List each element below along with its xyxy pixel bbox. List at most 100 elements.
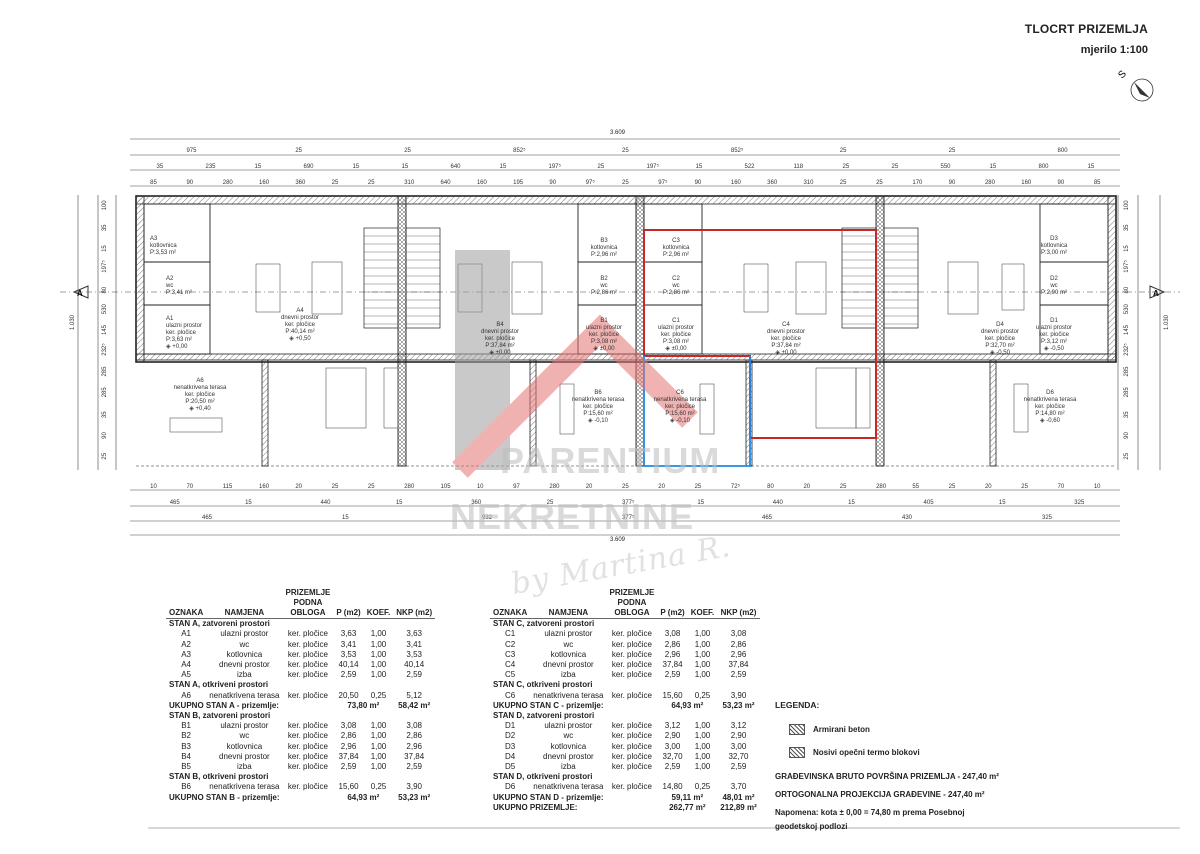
room-id: A4	[296, 308, 304, 314]
room-detail: P:32,70 m²	[985, 343, 1014, 349]
cell-koef: 1,00	[694, 721, 711, 731]
total-nkp: 212,89 m²	[720, 802, 757, 812]
svg-text:A: A	[1153, 289, 1159, 298]
group-label: STAN D, zatvoreni prostori	[493, 711, 595, 721]
dimension-label: 280	[404, 484, 415, 490]
dimension-label: 25	[404, 148, 411, 154]
dimension-label: 975	[186, 148, 197, 154]
dimension-label-total: 1.030	[70, 314, 76, 330]
room-detail: ker. pločice	[665, 404, 696, 410]
cell-podna-obloga: ker. pločice	[611, 751, 652, 761]
table-header-group: PRIZEMLJE	[609, 588, 655, 598]
cell-koef: 1,00	[694, 639, 711, 649]
cell-nkp: 3,12	[730, 721, 747, 731]
room-detail: ulazni prostor	[658, 325, 694, 331]
cell-p: 37,84	[662, 660, 683, 669]
cell-namjena: nenatkrivena terasa	[209, 690, 280, 700]
dimension-label: 232⁵	[1123, 343, 1130, 356]
dimension-label: 90	[949, 180, 956, 186]
total-area: 59,11 m²	[671, 792, 704, 802]
cell-oznaka: D2	[504, 731, 516, 741]
cell-podna-obloga: ker. pločice	[611, 731, 652, 741]
dimension-label: 280	[549, 484, 560, 490]
room-id: D1	[1050, 318, 1058, 324]
table-header-oznaka: OZNAKA	[169, 608, 204, 618]
cell-namjena: kotlovnica	[226, 741, 263, 751]
cell-podna-obloga: ker. pločice	[287, 649, 328, 659]
cell-namjena: dnevni prostor	[543, 751, 594, 761]
cell-nkp: 2,59	[730, 762, 747, 772]
room-id: D4	[996, 322, 1004, 328]
cell-koef: 1,00	[370, 762, 387, 772]
dimension-label: 160	[731, 180, 742, 186]
dimension-label: 25	[622, 484, 629, 490]
dimension-label: 325	[1074, 500, 1085, 506]
room-detail: dnevni prostor	[281, 315, 319, 321]
cell-namjena: izba	[561, 670, 576, 680]
cell-oznaka: D4	[504, 751, 516, 761]
dimension-label: 852⁵	[513, 147, 526, 154]
room-detail: ◈ -0,50	[1044, 346, 1065, 352]
dimension-label: 90	[695, 180, 702, 186]
cell-namjena: wc	[239, 639, 250, 649]
dimension-label: 15	[500, 164, 507, 170]
room-detail: P:2,90 m²	[1041, 290, 1067, 296]
dimension-label: 25	[332, 180, 339, 186]
dimension-label: 10	[150, 484, 157, 490]
dimension-label: 197⁵	[1123, 260, 1130, 273]
dimension-label: 15	[999, 500, 1006, 506]
dimension-label: 197⁵	[647, 163, 660, 170]
dimension-label: 377⁵	[622, 514, 635, 521]
room-detail: P:3,00 m²	[1041, 250, 1067, 256]
cell-p: 3,12	[664, 721, 681, 731]
table-header-nkp: NKP (m2)	[396, 608, 433, 618]
cell-podna-obloga: ker. pločice	[611, 690, 652, 700]
cell-namjena: kotlovnica	[550, 741, 587, 751]
cell-koef: 1,00	[694, 762, 711, 772]
total-area: 262,77 m²	[669, 802, 706, 812]
dimension-label: 15	[697, 500, 704, 506]
cell-p: 2,59	[664, 762, 681, 772]
dimension-label: 25	[840, 180, 847, 186]
table-group-row: STAN C, zatvoreni prostori	[490, 618, 760, 630]
dimension-label: 80	[767, 484, 774, 490]
legend-label: Armirani beton	[813, 725, 870, 734]
dimension-label: 97⁵	[658, 179, 668, 186]
table-header-koef: KOEF.	[690, 608, 715, 618]
dimension-label: 105	[441, 484, 452, 490]
room-id: C2	[672, 276, 680, 282]
group-label: STAN C, otkriveni prostori	[493, 680, 593, 690]
dimension-label: 800	[1058, 148, 1069, 154]
dimension-label: 20	[985, 484, 992, 490]
cell-p: 14,80	[662, 782, 683, 792]
room-detail: ◈ ±0,00	[665, 346, 687, 352]
cell-podna-obloga: ker. pločice	[287, 762, 328, 772]
dimension-label: 25	[876, 180, 883, 186]
cell-p: 15,60	[338, 782, 359, 792]
dimension-label: 440	[320, 500, 331, 506]
cell-nkp: 3,08	[730, 629, 747, 639]
cell-podna-obloga: ker. pločice	[287, 670, 328, 680]
room-detail: P:37,84 m²	[771, 343, 800, 349]
room-detail: P:15,60 m²	[665, 411, 694, 417]
cell-p: 3,08	[340, 721, 357, 731]
room-detail: ulazni prostor	[586, 325, 622, 331]
room-detail: P:3,63 m²	[166, 337, 192, 343]
cell-koef: 0,25	[694, 690, 711, 700]
cell-oznaka: C1	[504, 629, 516, 639]
cell-oznaka: A5	[181, 670, 191, 680]
